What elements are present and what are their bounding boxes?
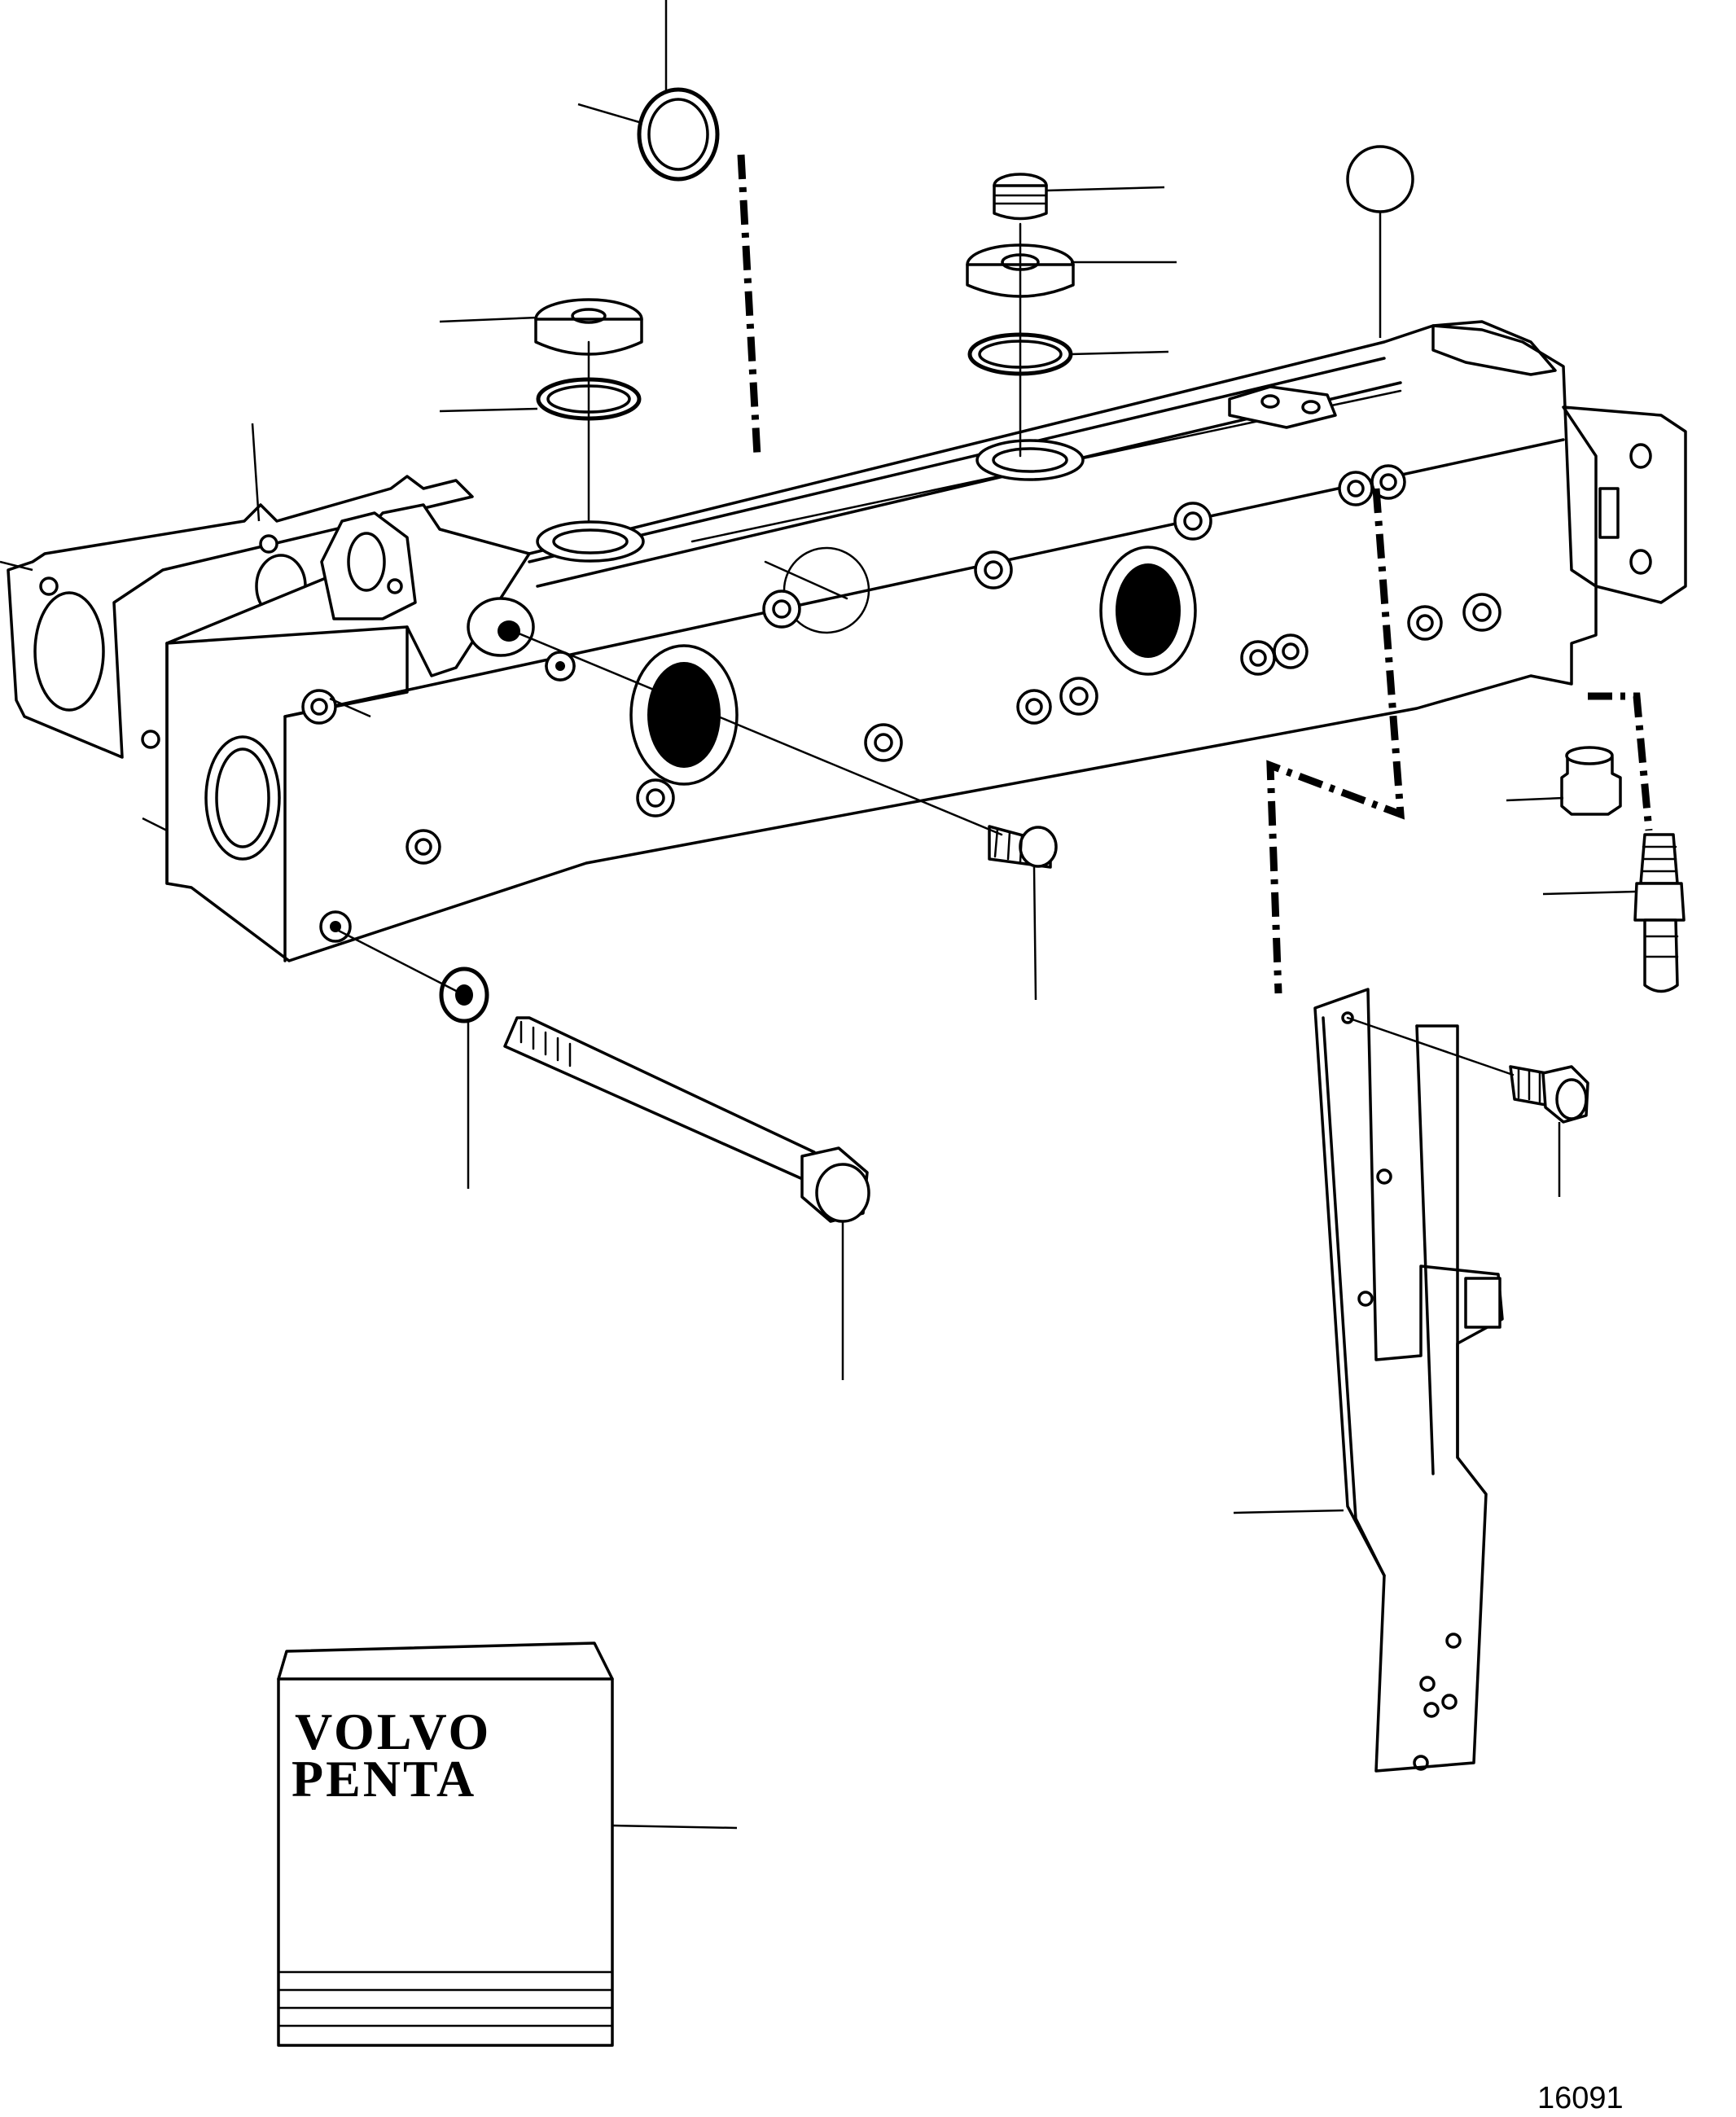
plug-small-right: [993, 173, 1048, 221]
manifold-bolt-holes: [301, 464, 1501, 943]
o-ring-top: [637, 87, 720, 182]
assembly-line-nipple: [1588, 692, 1653, 831]
drain-plug: [1560, 746, 1622, 816]
assembly-line-oring: [737, 154, 761, 457]
leader-lines: [0, 0, 1637, 1830]
support-bracket: [1313, 988, 1504, 1773]
brand-logo: VOLVO: [295, 1703, 491, 1760]
hose-nipple: [1633, 833, 1686, 993]
assembly-line-bracket: [1266, 488, 1405, 994]
long-bolt: [503, 1016, 870, 1223]
reference-circle: [1346, 145, 1414, 213]
exhaust-manifold: [165, 320, 1687, 962]
bracket-bolt: [1509, 1065, 1589, 1124]
plug-left: [534, 298, 643, 356]
brand-logo-line2: PENTA: [292, 1750, 476, 1808]
set-screw: [988, 825, 1058, 869]
gasket-kit-booklet: VOLVO PENTA: [277, 1641, 614, 2047]
drawing-number: 16091: [1537, 2081, 1624, 2115]
